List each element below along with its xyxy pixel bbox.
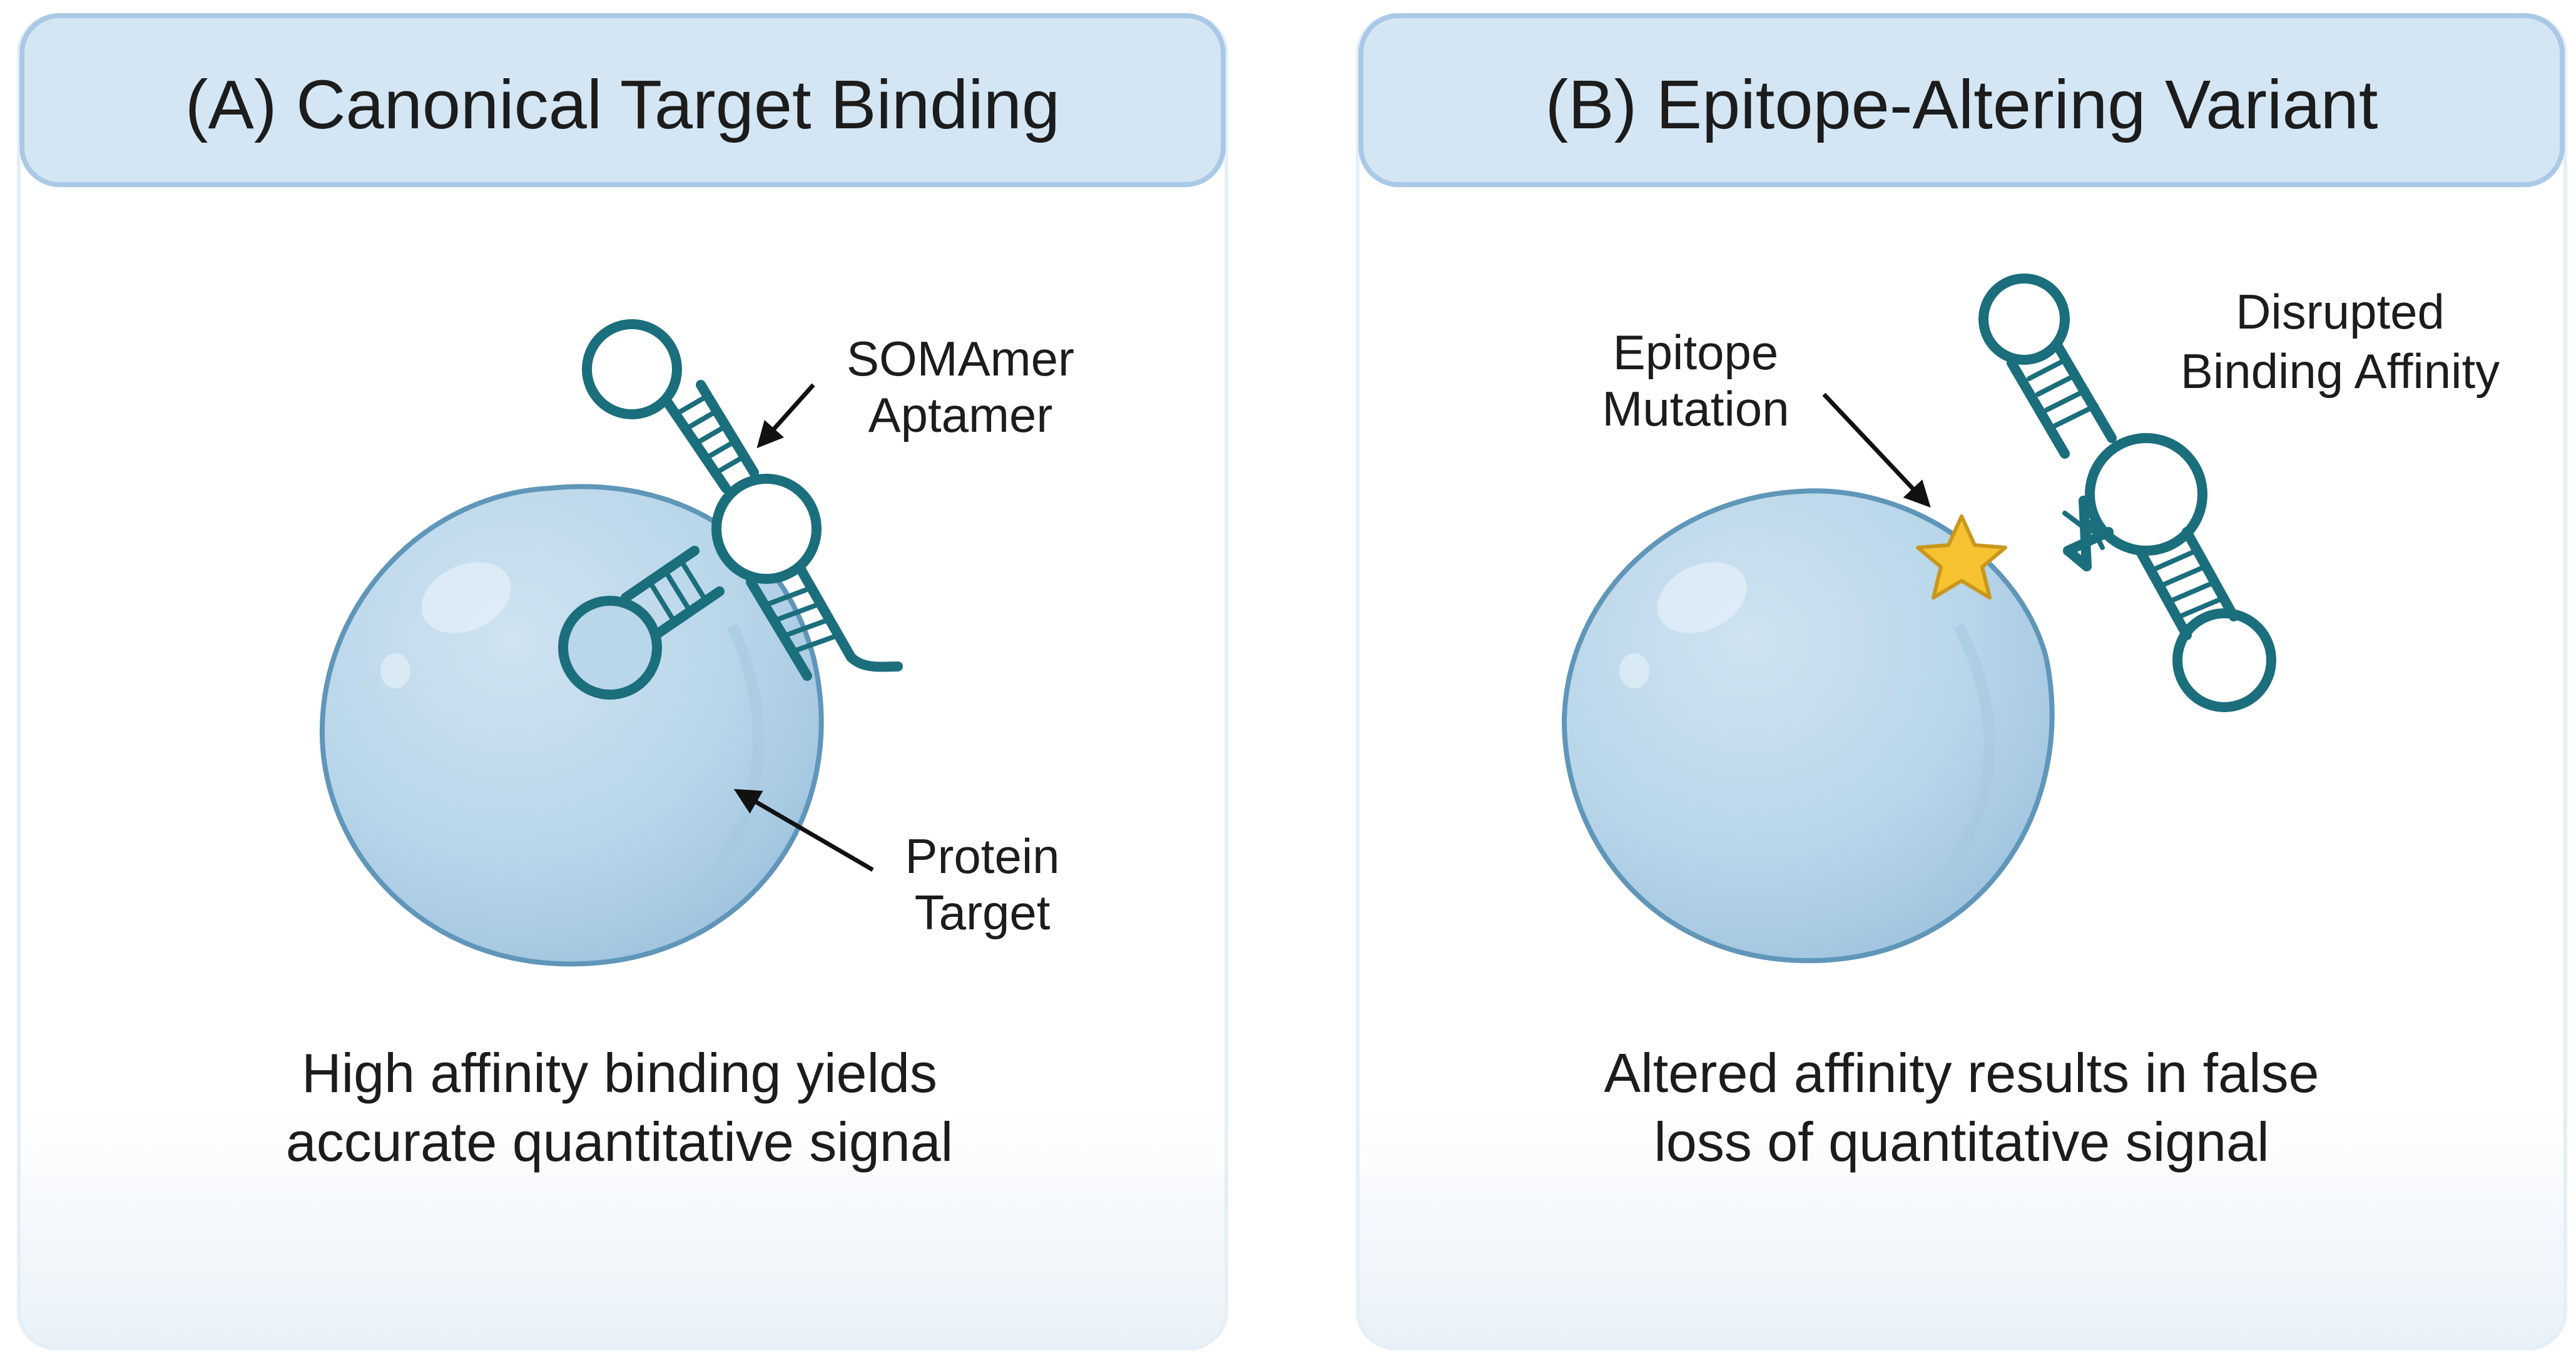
mutation-label-b-line1: Epitope <box>1613 325 1779 380</box>
caption-b-line1: Altered affinity results in false <box>1604 1042 2319 1104</box>
panel-b: (B) Epitope-Altering Variant <box>1356 13 2567 1350</box>
caption-a-line2: accurate quantitative signal <box>286 1111 953 1173</box>
disrupted-label-b-line1: Disrupted <box>2236 284 2445 339</box>
protein-label-a-line2: Target <box>915 885 1051 940</box>
panel-b-title: (B) Epitope-Altering Variant <box>1545 66 2378 143</box>
epitope-mutation-star-icon <box>1916 514 2007 600</box>
panel-a: (A) Canonical Target Binding <box>17 13 1228 1350</box>
aptamer-label-a-line1: SOMAmer <box>847 331 1074 386</box>
disrupted-aptamer-b <box>1978 273 2276 712</box>
protein-label-a-line1: Protein <box>905 829 1059 884</box>
panel-b-header <box>1358 13 2565 187</box>
somamer-aptamer-a <box>558 319 903 700</box>
protein-target-b <box>1561 488 2055 964</box>
panel-a-title: (A) Canonical Target Binding <box>185 66 1060 143</box>
mutation-arrow-b <box>1822 392 1931 508</box>
aptamer-arrow-a <box>756 383 815 449</box>
caption-a-line1: High affinity binding yields <box>302 1042 937 1104</box>
mutation-label-b-line2: Mutation <box>1602 381 1789 436</box>
panel-a-header <box>19 13 1226 187</box>
protein-arrow-a <box>733 789 874 872</box>
disrupted-label-b-line2: Binding Affinity <box>2181 344 2500 399</box>
caption-b-line2: loss of quantitative signal <box>1654 1111 2269 1173</box>
aptamer-label-a-line2: Aptamer <box>868 387 1053 442</box>
